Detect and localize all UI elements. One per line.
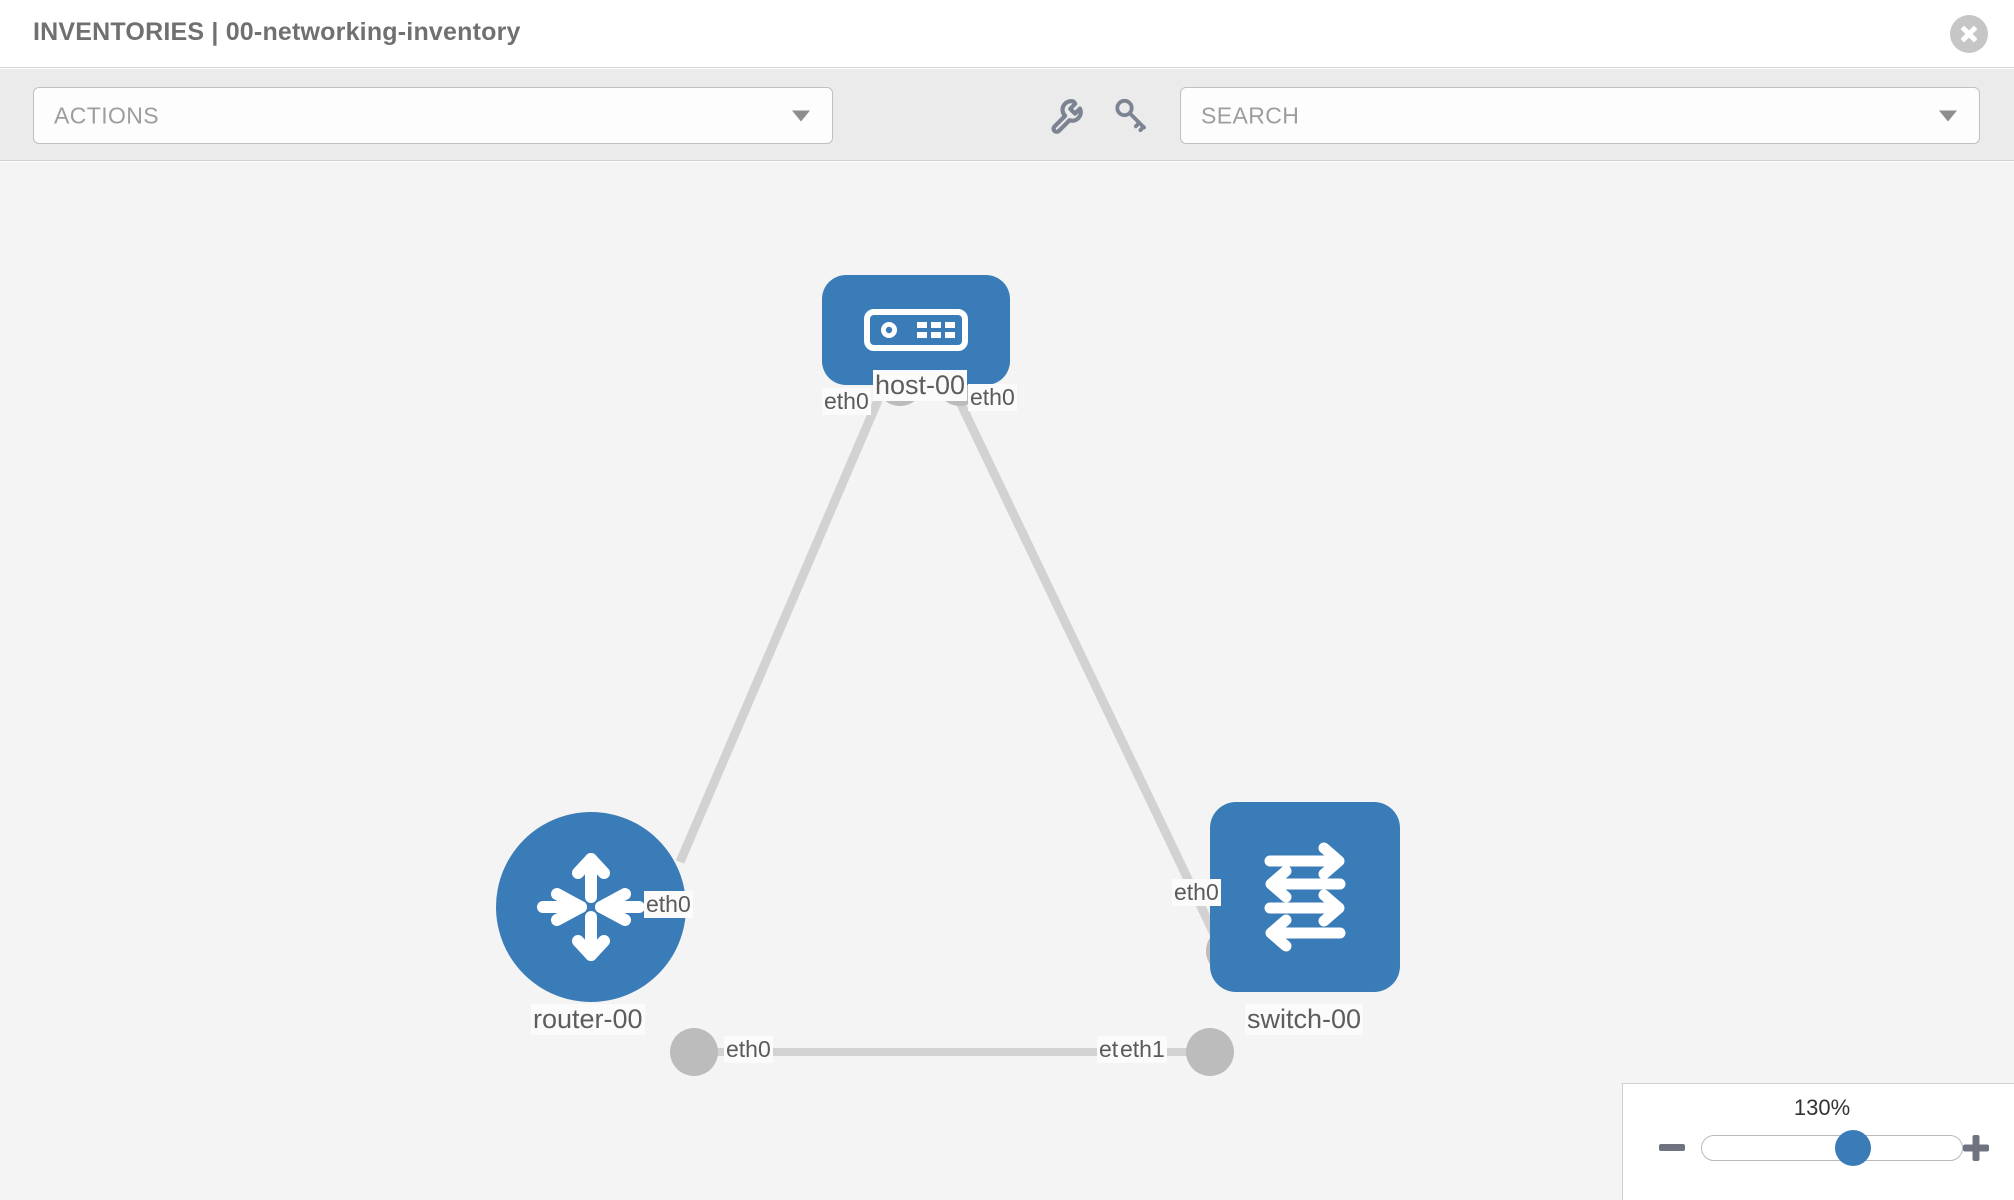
edge-label-host-right-eth0: eth0 bbox=[968, 384, 1017, 411]
close-icon[interactable] bbox=[1950, 15, 1988, 53]
zoom-slider[interactable] bbox=[1701, 1130, 1963, 1166]
port-switch-eth1[interactable] bbox=[1186, 1028, 1234, 1076]
edge-label-switch-up-eth0: eth0 bbox=[1172, 879, 1221, 906]
chevron-down-icon[interactable] bbox=[1939, 110, 1957, 121]
zoom-level-value: 130% bbox=[1793, 1095, 1851, 1120]
edge-label-switch-left-eth1: eth1 bbox=[1118, 1036, 1167, 1063]
node-label-host-00: host-00 bbox=[873, 370, 968, 401]
search-placeholder: SEARCH bbox=[1201, 102, 1300, 128]
zoom-control-panel: 130% bbox=[1622, 1083, 2014, 1200]
minus-icon[interactable] bbox=[1659, 1144, 1685, 1151]
chevron-down-icon bbox=[792, 110, 810, 121]
switch-arrows-icon bbox=[1210, 802, 1400, 992]
edge-label-router-right-eth0: eth0 bbox=[724, 1036, 773, 1063]
node-label-router-00: router-00 bbox=[531, 1004, 645, 1035]
actions-dropdown-label: ACTIONS bbox=[54, 102, 160, 128]
plus-icon[interactable] bbox=[1961, 1133, 1991, 1163]
actions-dropdown[interactable]: ACTIONS bbox=[33, 87, 833, 144]
node-host-00[interactable] bbox=[822, 275, 1010, 385]
zoom-slider-thumb[interactable] bbox=[1834, 1130, 1871, 1166]
link-host-router bbox=[675, 375, 893, 864]
server-icon bbox=[822, 275, 1010, 385]
link-host-switch bbox=[943, 375, 1223, 944]
search-input[interactable]: SEARCH bbox=[1180, 87, 1980, 144]
node-switch-00[interactable] bbox=[1210, 802, 1400, 992]
port-router-eth0[interactable] bbox=[670, 1028, 718, 1076]
page-title: INVENTORIES | 00-networking-inventory bbox=[33, 18, 521, 46]
node-label-switch-00: switch-00 bbox=[1245, 1004, 1364, 1035]
edge-label-router-up-eth0: eth0 bbox=[644, 891, 693, 918]
toolbar: ACTIONS SEARCH bbox=[0, 69, 2014, 161]
page-header: INVENTORIES | 00-networking-inventory bbox=[0, 0, 2014, 68]
topology-canvas[interactable]: host-00 router-00 switch-00 eth0 eth0 et… bbox=[0, 162, 2014, 1200]
edge-label-host-left-eth0: eth0 bbox=[822, 388, 871, 415]
key-icon[interactable] bbox=[1110, 95, 1150, 135]
wrench-icon[interactable] bbox=[1045, 95, 1085, 135]
